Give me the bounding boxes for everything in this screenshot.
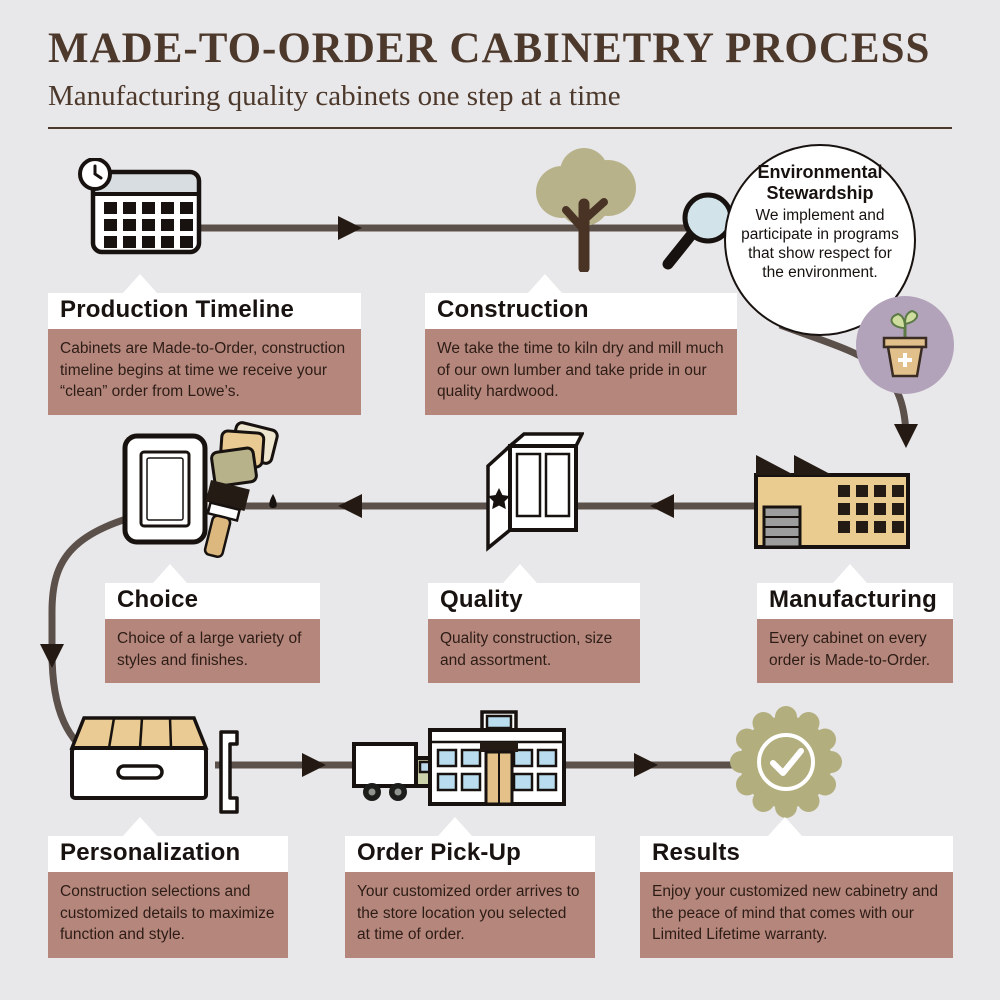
callout-order-pickup: Order Pick-Up Your customized order arri… bbox=[345, 817, 595, 959]
callout-tail bbox=[123, 274, 157, 293]
arrow-down-right bbox=[894, 424, 918, 448]
callout-tail bbox=[153, 564, 187, 583]
page-subtitle: Manufacturing quality cabinets one step … bbox=[48, 80, 621, 112]
callout-personalization: Personalization Construction selections … bbox=[48, 817, 288, 959]
callout-tail bbox=[438, 817, 472, 836]
calendar-clock-icon bbox=[75, 157, 203, 258]
step-title: Quality bbox=[428, 583, 640, 619]
step-title: Construction bbox=[425, 293, 737, 329]
store-icon bbox=[424, 708, 570, 808]
results-seal-icon bbox=[726, 702, 846, 822]
step-title: Choice bbox=[105, 583, 320, 619]
callout-results: Results Enjoy your customized new cabine… bbox=[640, 817, 953, 959]
callout-manufacturing: Manufacturing Every cabinet on every ord… bbox=[757, 564, 953, 684]
tree-icon bbox=[536, 148, 636, 274]
quality-cabinet-icon bbox=[472, 430, 585, 560]
factory-icon bbox=[754, 455, 910, 549]
star-icon bbox=[488, 488, 510, 510]
header-divider bbox=[48, 127, 952, 129]
arrow-right-row1 bbox=[338, 216, 362, 240]
callout-tail bbox=[768, 817, 802, 836]
calendar-clock-icon bbox=[78, 157, 202, 255]
step-body: Cabinets are Made-to-Order, construction… bbox=[48, 329, 361, 416]
callout-choice: Choice Choice of a large variety of styl… bbox=[105, 564, 320, 684]
arrow-down-left bbox=[40, 644, 64, 668]
step-body: Every cabinet on every order is Made-to-… bbox=[757, 619, 953, 684]
drawer-icon bbox=[69, 716, 209, 800]
arrow-right-row3-b bbox=[634, 753, 658, 777]
step-body: Choice of a large variety of styles and … bbox=[105, 619, 320, 684]
step-title: Production Timeline bbox=[48, 293, 361, 329]
step-body: Construction selections and customized d… bbox=[48, 872, 288, 959]
plus-icon bbox=[898, 353, 912, 367]
arrow-left-row2-a bbox=[650, 494, 674, 518]
callout-tail bbox=[123, 817, 157, 836]
checkmark-icon bbox=[770, 748, 804, 776]
step-title: Personalization bbox=[48, 836, 288, 872]
callout-tail bbox=[528, 274, 562, 293]
step-title: Order Pick-Up bbox=[345, 836, 595, 872]
flow-line-left-curve bbox=[48, 506, 161, 764]
paint-drop-icon bbox=[269, 494, 277, 508]
door-frame-icon bbox=[219, 730, 239, 814]
door-frame-icon bbox=[212, 728, 246, 816]
step-title: Results bbox=[640, 836, 953, 872]
environmental-body: We implement and participate in programs… bbox=[741, 207, 899, 282]
step-body: Quality construction, size and assortmen… bbox=[428, 619, 640, 684]
page-title: MADE-TO-ORDER CABINETRY PROCESS bbox=[48, 25, 931, 72]
drawer-icon bbox=[58, 712, 210, 804]
results-seal-icon bbox=[730, 706, 842, 818]
callout-quality: Quality Quality construction, size and a… bbox=[428, 564, 640, 684]
paintbrush-icon bbox=[203, 480, 250, 559]
arrow-left-row2-b bbox=[338, 494, 362, 518]
callout-tail bbox=[833, 564, 867, 583]
store-icon bbox=[428, 710, 566, 806]
choice-icons bbox=[122, 421, 279, 559]
callout-construction: Construction We take the time to kiln dr… bbox=[425, 274, 737, 416]
callout-production-timeline: Production Timeline Cabinets are Made-to… bbox=[48, 274, 361, 416]
arrow-right-row3-a bbox=[302, 753, 326, 777]
choice-icons bbox=[115, 420, 305, 580]
tree-icon bbox=[520, 146, 652, 274]
environmental-title: Environmental Stewardship bbox=[757, 162, 883, 203]
magnifier-icon bbox=[652, 186, 744, 278]
step-title: Manufacturing bbox=[757, 583, 953, 619]
quality-cabinet-icon bbox=[486, 432, 585, 552]
step-body: Enjoy your customized new cabinetry and … bbox=[640, 872, 953, 959]
step-body: Your customized order arrives to the sto… bbox=[345, 872, 595, 959]
cabinet-door-icon bbox=[122, 433, 208, 545]
magnifier-icon bbox=[662, 192, 734, 270]
plant-pot-icon bbox=[882, 310, 928, 378]
step-body: We take the time to kiln dry and mill mu… bbox=[425, 329, 737, 416]
factory-icon bbox=[748, 445, 916, 550]
environmental-stewardship-callout: Environmental Stewardship We implement a… bbox=[724, 144, 916, 336]
plant-pot-badge bbox=[856, 296, 954, 394]
swatches-icon bbox=[210, 421, 279, 488]
callout-tail bbox=[503, 564, 537, 583]
